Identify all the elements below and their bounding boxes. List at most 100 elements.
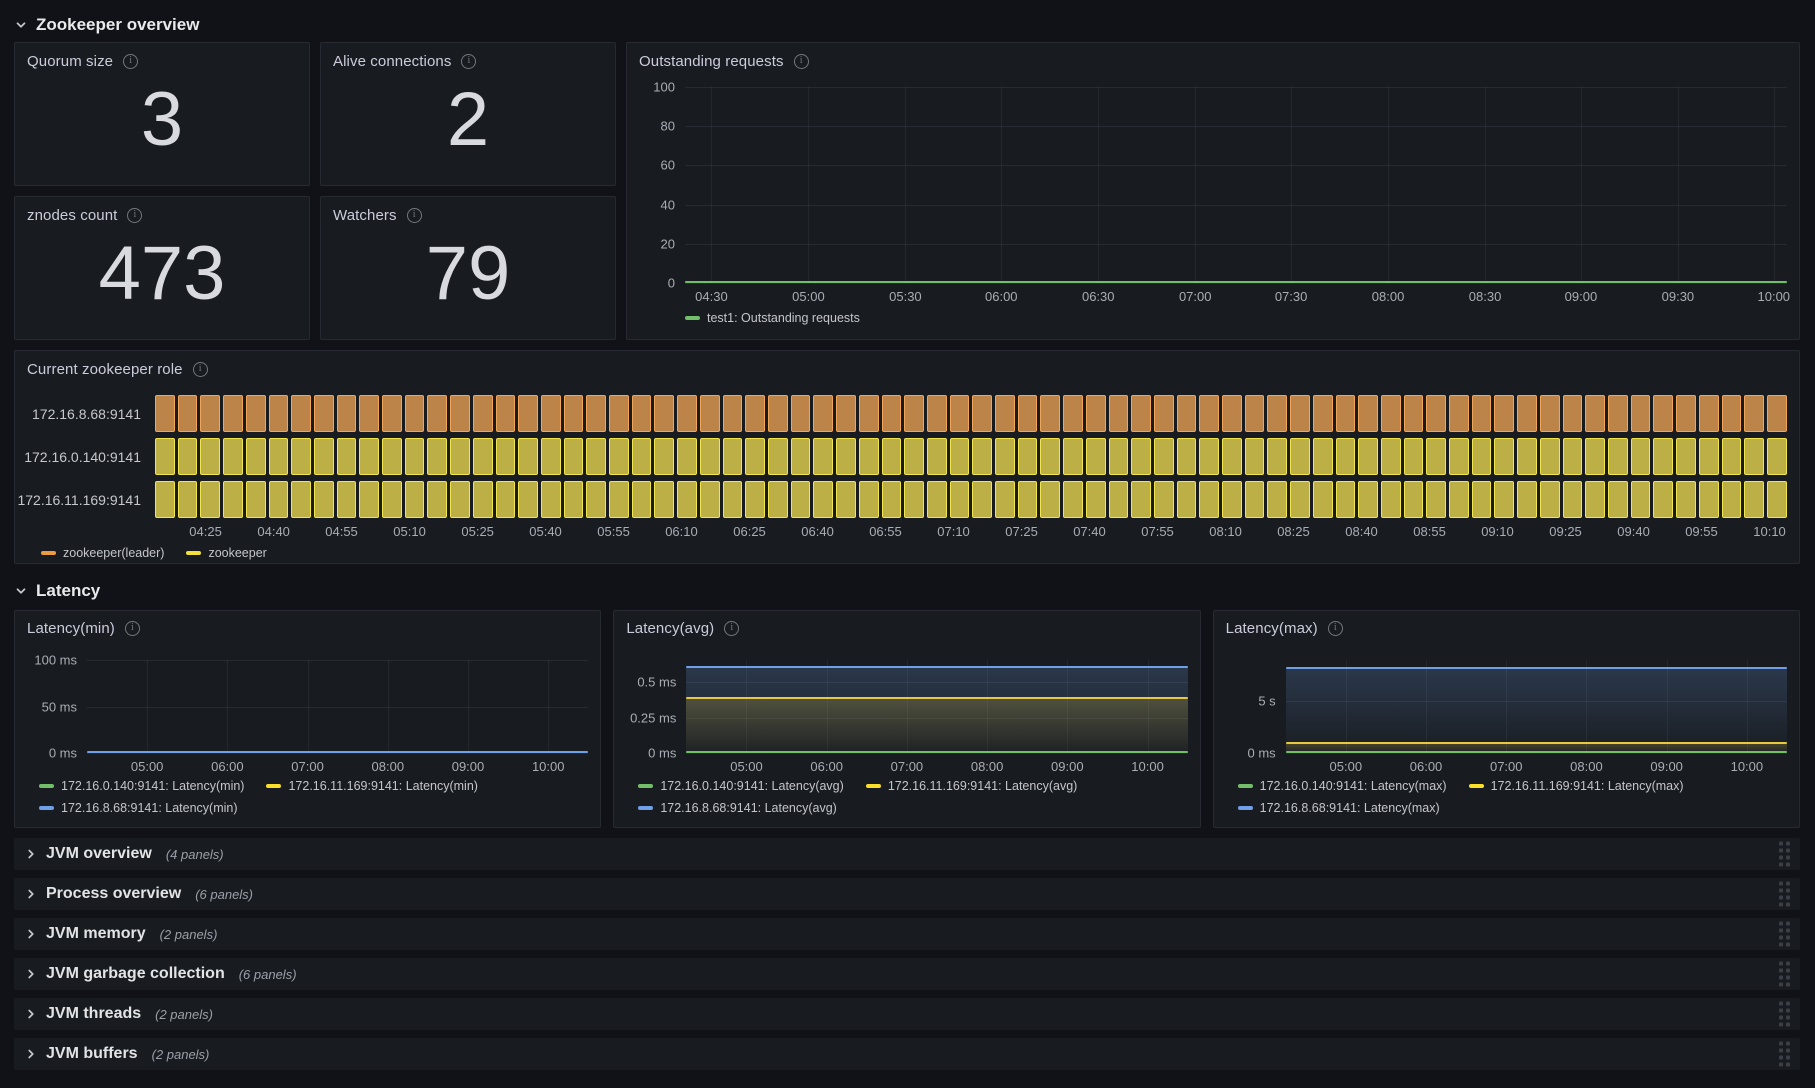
drag-handle[interactable] (1779, 1041, 1790, 1067)
state-bar (1358, 438, 1378, 475)
state-bar (1312, 438, 1333, 475)
y-tick-label: 40 (660, 197, 675, 213)
legend-item[interactable]: 172.16.0.140:9141: Latency(avg) (638, 775, 844, 797)
row-title: JVM garbage collection (46, 965, 225, 982)
h-gridline (1285, 700, 1787, 702)
v-gridline (1666, 660, 1668, 753)
legend-item[interactable]: 172.16.8.68:9141: Latency(avg) (638, 797, 837, 819)
legend-item[interactable]: 172.16.11.169:9141: Latency(max) (1468, 775, 1684, 797)
row-title: JVM buffers (46, 1045, 138, 1062)
legend-color-dash (1237, 806, 1253, 810)
row-process-overview[interactable]: Process overview(6 panels) (14, 878, 1800, 910)
panel-title[interactable]: znodes count (27, 206, 118, 224)
state-bar (245, 395, 266, 432)
row-jvm-memory[interactable]: JVM memory(2 panels) (14, 918, 1800, 950)
info-icon[interactable]: i (192, 361, 208, 377)
state-bar (1744, 438, 1764, 475)
panel-title[interactable]: Quorum size (27, 52, 114, 70)
legend: 172.16.0.140:9141: Latency(avg) 172.16.11… (638, 775, 1187, 819)
x-tick-label: 05:00 (1329, 758, 1363, 774)
v-gridline (987, 660, 989, 753)
state-bar (1176, 395, 1197, 432)
panel-title[interactable]: Alive connections (333, 52, 452, 70)
x-tick-label: 06:10 (665, 524, 698, 539)
info-icon[interactable]: i (406, 207, 422, 223)
state-bar (1335, 395, 1356, 432)
info-icon[interactable]: i (724, 621, 740, 637)
y-tick-label: 0.25 ms (630, 710, 677, 726)
info-icon[interactable]: i (124, 621, 140, 637)
chevron-right-icon (24, 1007, 38, 1021)
latency-max--plot-area[interactable] (1285, 660, 1787, 754)
row-jvm-buffers[interactable]: JVM buffers(2 panels) (14, 1038, 1800, 1070)
panel-title[interactable]: Latency(avg) (626, 620, 715, 638)
legend-item[interactable]: 172.16.8.68:9141: Latency(max) (1237, 797, 1440, 819)
state-bar (790, 438, 811, 475)
info-icon[interactable]: i (793, 53, 809, 69)
info-icon[interactable]: i (1327, 621, 1343, 637)
legend-item[interactable]: 172.16.11.169:9141: Latency(avg) (865, 775, 1077, 797)
h-gridline (685, 87, 1787, 88)
row-jvm-garbage-collection[interactable]: JVM garbage collection(6 panels) (14, 958, 1800, 990)
state-bar (904, 481, 924, 518)
info-icon[interactable]: i (127, 207, 143, 223)
state-bar (223, 481, 243, 518)
legend-item[interactable]: zookeeper (186, 542, 267, 564)
state-bar (1630, 395, 1651, 432)
info-icon[interactable]: i (461, 53, 477, 69)
legend-color-dash (1468, 784, 1484, 788)
legend-item[interactable]: 172.16.0.140:9141: Latency(max) (1237, 775, 1447, 797)
legend-item[interactable]: 172.16.8.68:9141: Latency(min) (39, 797, 238, 819)
legend-label: test1: Outstanding requests (707, 311, 860, 325)
x-tick-label: 07:40 (1073, 524, 1106, 539)
drag-handle[interactable] (1779, 961, 1790, 987)
state-bar (1380, 395, 1401, 432)
state-bar (1380, 438, 1401, 475)
state-bar (631, 395, 652, 432)
panel-title[interactable]: Watchers (333, 206, 397, 224)
section-zookeeper-overview[interactable]: Zookeeper overview (14, 8, 1800, 42)
panel-title[interactable]: Current zookeeper role (27, 360, 183, 378)
legend-item[interactable]: 172.16.11.169:9141: Latency(min) (266, 775, 478, 797)
drag-handle[interactable] (1779, 1001, 1790, 1027)
legend-color-dash (865, 784, 881, 788)
section-latency[interactable]: Latency (14, 574, 1800, 608)
state-bar (1017, 481, 1038, 518)
legend-item[interactable]: 172.16.0.140:9141: Latency(min) (39, 775, 244, 797)
y-tick-label: 0.5 ms (637, 674, 677, 690)
info-icon[interactable]: i (123, 53, 139, 69)
state-bar (586, 481, 607, 518)
panel-title[interactable]: Latency(max) (1225, 620, 1318, 638)
latency-min--plot-area[interactable] (87, 660, 589, 754)
series-line (1285, 667, 1787, 670)
legend-item[interactable]: zookeeper(leader) (41, 542, 164, 564)
latency-avg--plot-area[interactable] (686, 660, 1188, 754)
outstanding-requests-plot-area[interactable] (685, 87, 1787, 284)
v-gridline (1098, 87, 1100, 283)
panel-title[interactable]: Outstanding requests (639, 52, 784, 70)
y-tick-label: 80 (660, 118, 675, 134)
row-jvm-threads[interactable]: JVM threads(2 panels) (14, 998, 1800, 1030)
state-bar (1199, 395, 1220, 432)
legend-item[interactable]: test1: Outstanding requests (685, 307, 860, 329)
state-bar (1244, 438, 1265, 475)
legend-label: 172.16.8.68:9141: Latency(min) (61, 801, 238, 815)
panel-title[interactable]: Latency(min) (27, 620, 115, 638)
state-bar (926, 438, 947, 475)
drag-handle[interactable] (1779, 881, 1790, 907)
state-bar (995, 438, 1015, 475)
state-bar (836, 481, 856, 518)
drag-handle[interactable] (1779, 841, 1790, 867)
state-bar (472, 395, 493, 432)
state-bar (1153, 481, 1174, 518)
state-bar (1290, 481, 1310, 518)
row-jvm-overview[interactable]: JVM overview(4 panels) (14, 838, 1800, 870)
drag-handle[interactable] (1779, 921, 1790, 947)
state-bar (1403, 438, 1424, 475)
state-bar (1040, 438, 1061, 475)
